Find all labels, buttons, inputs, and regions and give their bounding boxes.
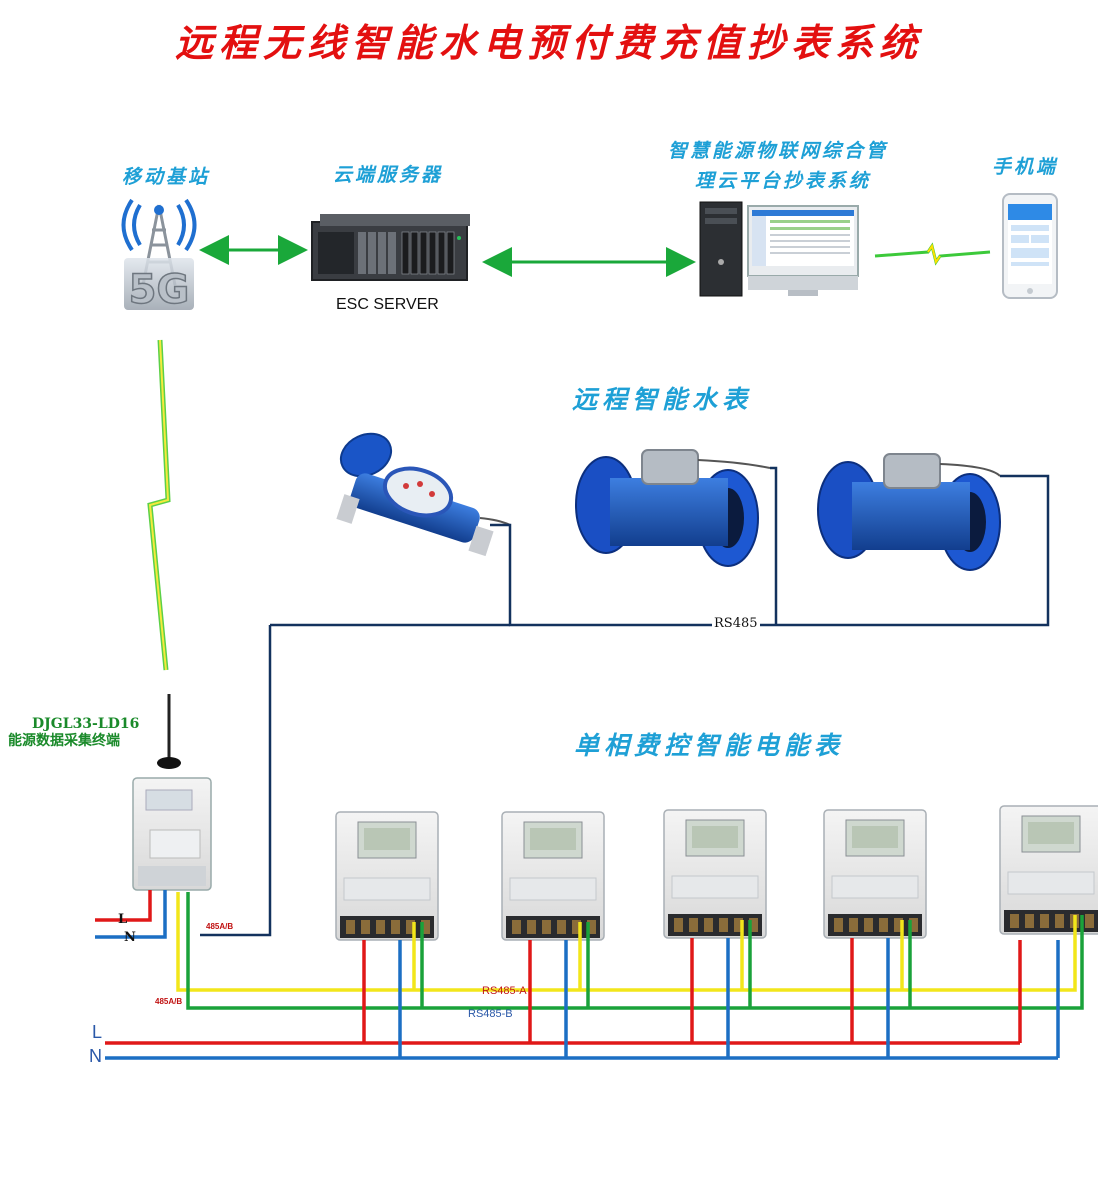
diagram-title: 远程无线智能水电预付费充值抄表系统 — [174, 20, 923, 65]
small-n-label: N — [124, 930, 136, 945]
terminal-model: DJGL33-LD16 — [32, 716, 140, 732]
mobile-label: 手机端 — [992, 156, 1059, 178]
base-station-label: 移动基站 — [122, 166, 211, 188]
terminal-name: 能源数据采集终端 — [8, 733, 120, 749]
electric-meter — [823, 809, 927, 939]
platform-label-line2: 理云平台抄表系统 — [695, 170, 872, 192]
electric-meter-section-title: 单相费控智能电能表 — [574, 731, 845, 760]
small-l-label: L — [118, 912, 128, 927]
electric-meter — [335, 811, 439, 941]
electric-meter — [999, 805, 1098, 935]
bus-tag-label: 485A/B — [155, 997, 183, 1006]
rs485b-label: RS485-B — [468, 1008, 513, 1020]
water-meter-flange-2 — [817, 453, 1001, 571]
main-n-label: N — [89, 1046, 102, 1066]
base-station-icon — [121, 198, 197, 310]
main-l-label: L — [92, 1022, 103, 1042]
water-meter-section-title: 远程智能水表 — [572, 385, 753, 414]
rs485-bus-label: RS485 — [712, 616, 760, 631]
main-wiring — [95, 890, 1084, 1060]
platform-label-line1: 智慧能源物联网综合管 — [668, 140, 889, 162]
electric-meter — [501, 811, 605, 941]
rs485-bus — [200, 466, 1050, 937]
water-meter-small — [336, 432, 511, 557]
server-caption: ESC SERVER — [336, 296, 439, 313]
collector-terminal — [132, 777, 212, 891]
cloud-server-label: 云端服务器 — [333, 164, 444, 186]
electric-meter — [663, 809, 767, 939]
terminal-port-label: 485A/B — [206, 922, 234, 931]
rs485a-label: RS485-A — [482, 985, 527, 997]
terminal-antenna-icon — [157, 694, 181, 769]
water-meter-flange-1 — [575, 449, 771, 567]
server-icon — [311, 214, 470, 281]
computer-icon — [699, 201, 859, 297]
mobile-phone-icon — [1002, 193, 1058, 299]
base-station-5g-text: 5G — [129, 267, 190, 313]
